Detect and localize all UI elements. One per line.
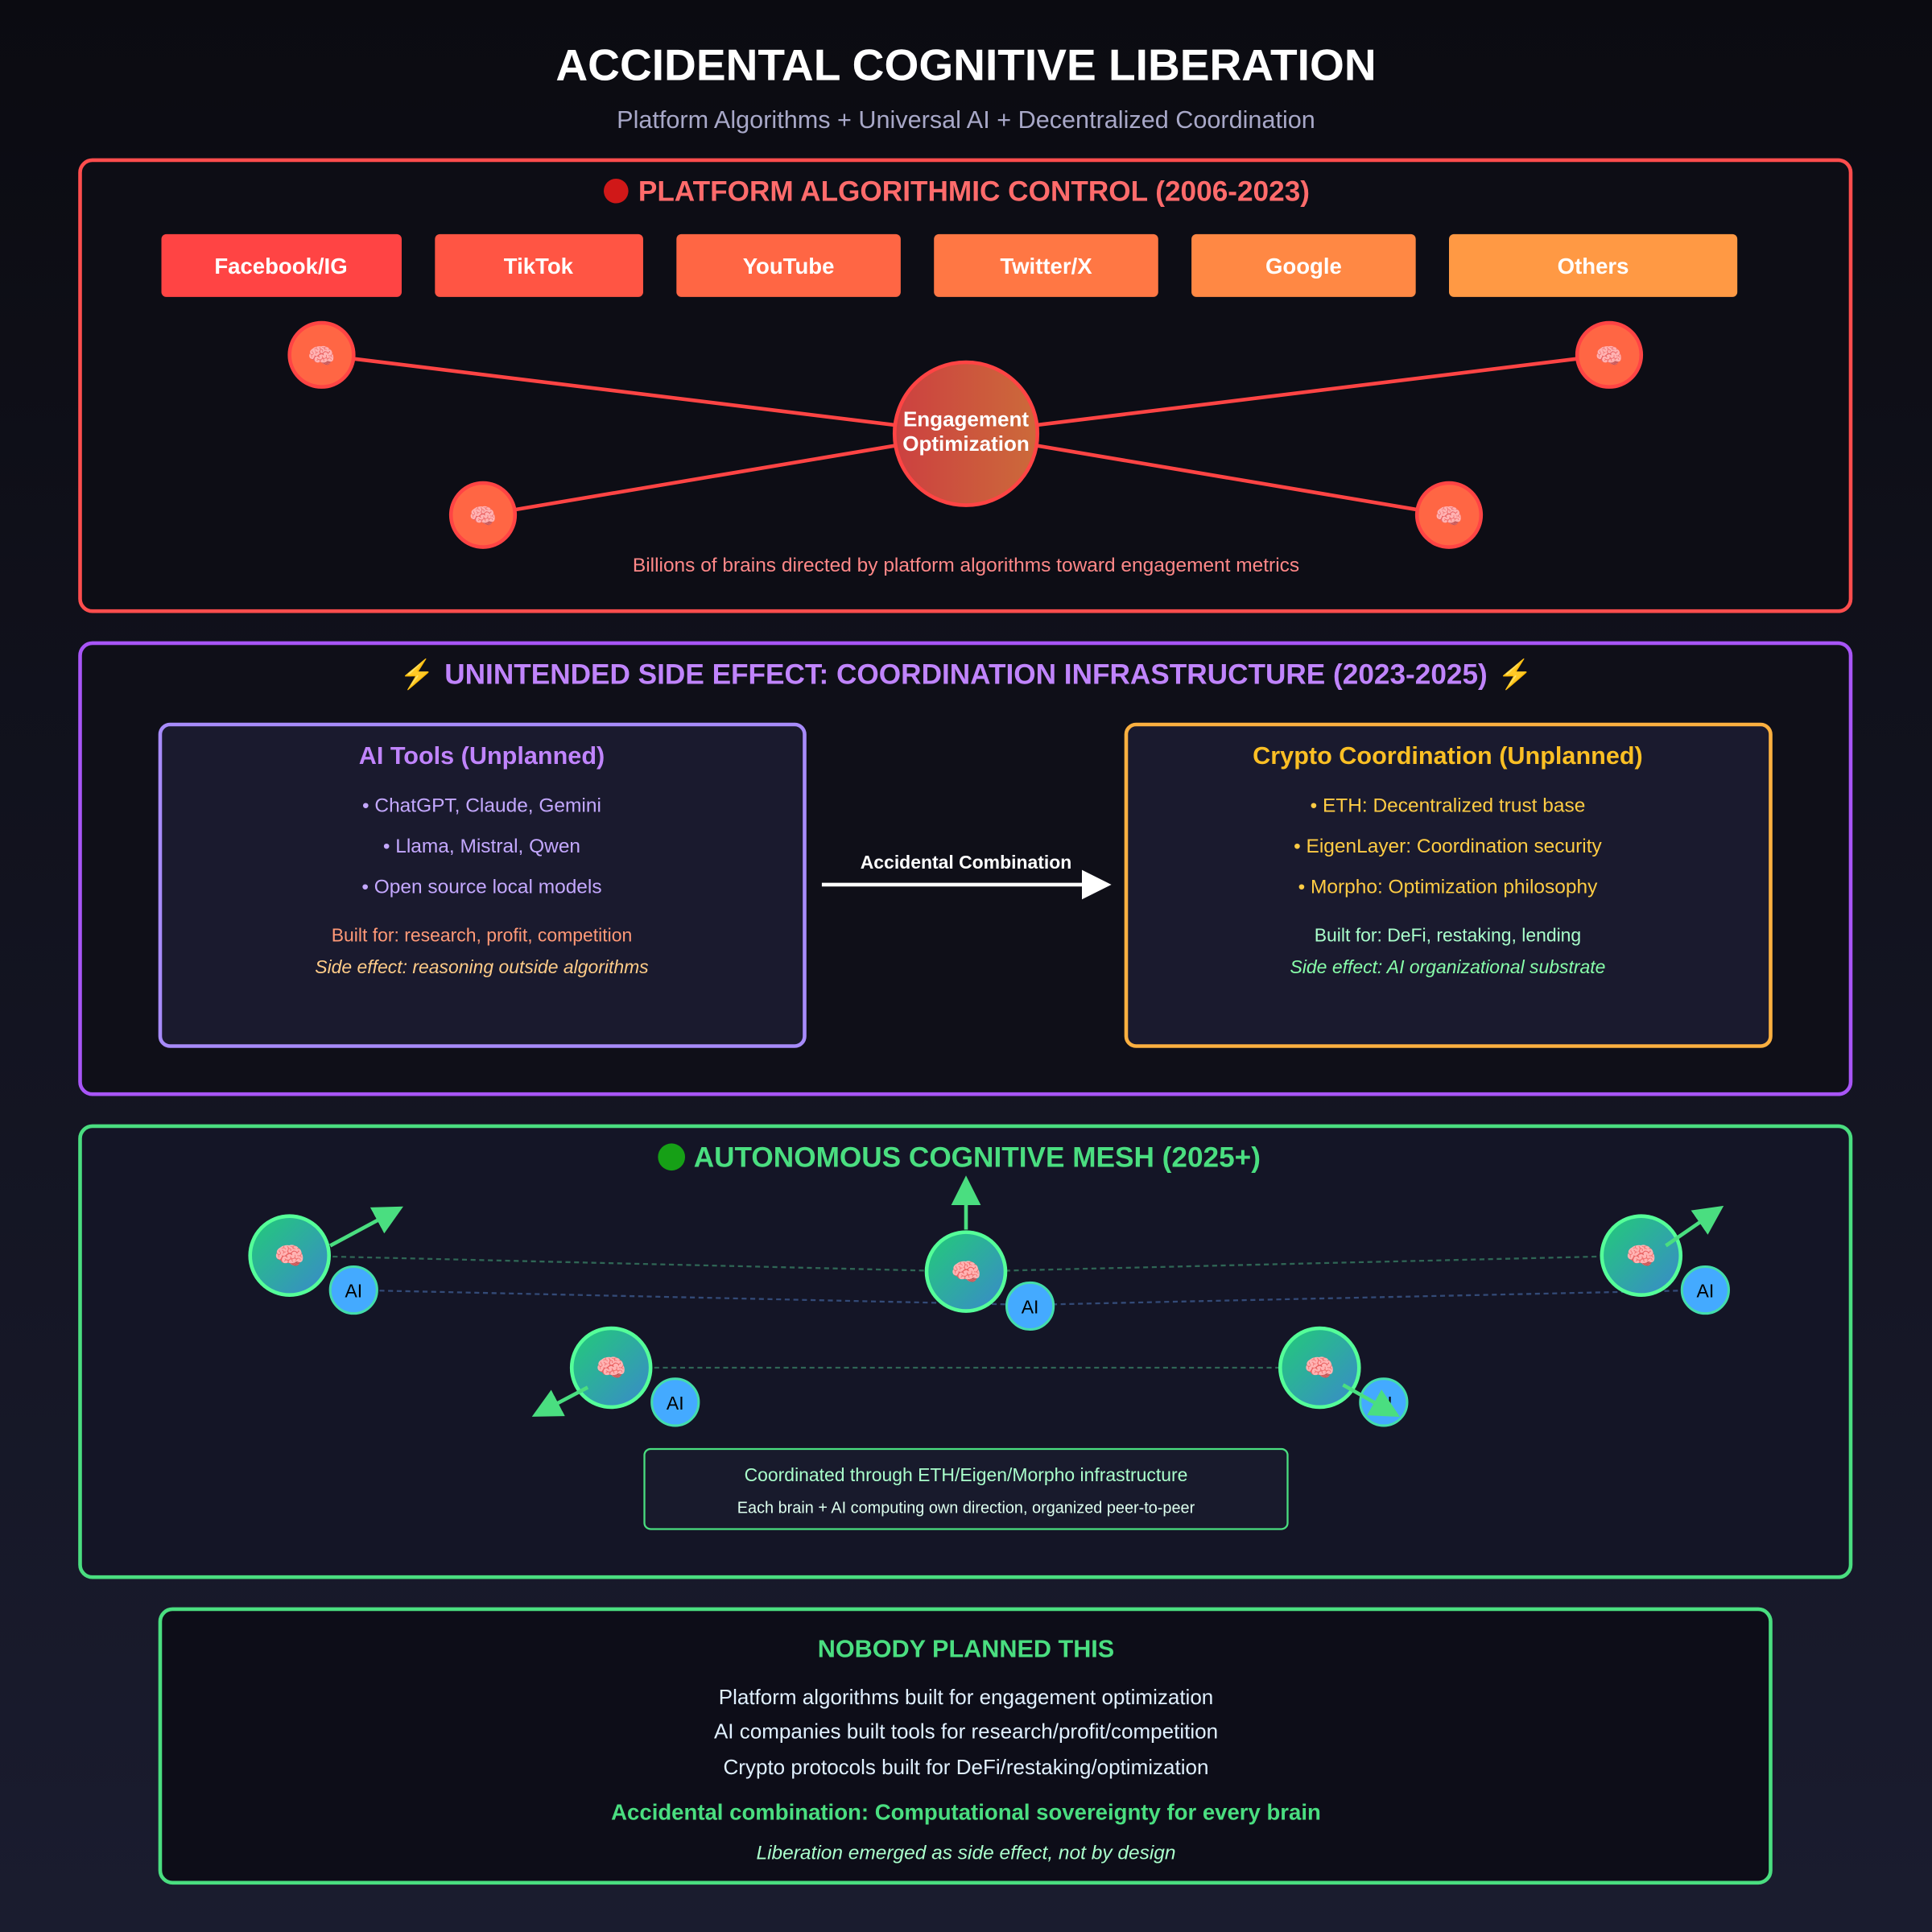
platform-tiktok[interactable]: TikTok (435, 233, 643, 297)
ai-label: AI (345, 1281, 362, 1302)
brain-icon: 🧠 (275, 1242, 305, 1269)
lightning-icon: ⚡ (399, 658, 435, 691)
section-header: PLATFORM ALGORITHMIC CONTROL (2006-2023) (638, 175, 1310, 207)
section-header: ⚡UNINTENDED SIDE EFFECT: COORDINATION IN… (399, 658, 1533, 691)
ai-label: AI (667, 1393, 684, 1414)
direction-arrows (329, 1175, 1724, 1418)
card-item: • EigenLayer: Coordination security (1294, 836, 1602, 857)
platform-others[interactable]: Others (1449, 233, 1738, 297)
info-line: Each brain + AI computing own direction,… (737, 1500, 1195, 1517)
ai-badge (1005, 1281, 1055, 1331)
ai-tools-card: AI Tools (Unplanned) • ChatGPT, Claude, … (158, 722, 807, 1048)
platform-label: TikTok (504, 254, 574, 279)
mesh-node: 🧠 AI (924, 1230, 1055, 1331)
card-title: Crypto Coordination (Unplanned) (1253, 742, 1643, 770)
mesh-node: 🧠 AI (248, 1214, 378, 1315)
brain-icon: 🧠 (308, 344, 335, 369)
arrow-icon (531, 1385, 589, 1417)
section-header: AUTONOMOUS COGNITIVE MESH (2025+) (694, 1141, 1261, 1173)
ai-label: AI (1697, 1281, 1715, 1302)
info-line: Coordinated through ETH/Eigen/Morpho inf… (745, 1464, 1188, 1485)
card-side-effect: Side effect: AI organizational substrate (1290, 956, 1606, 977)
controlled-brain: 🧠 (1414, 481, 1484, 549)
platform-label: Others (1558, 254, 1629, 279)
card-item: • Open source local models (361, 877, 601, 898)
summary-line: Platform algorithms built for engagement… (719, 1685, 1214, 1709)
summary-line: AI companies built tools for research/pr… (714, 1719, 1218, 1744)
control-caption: Billions of brains directed by platform … (633, 555, 1299, 576)
platform-label: Facebook/IG (214, 254, 347, 279)
mesh-section: AUTONOMOUS COGNITIVE MESH (2025+) 🧠 AI 🧠… (78, 1124, 1853, 1579)
ai-badge (650, 1377, 700, 1427)
green-circle-icon (658, 1143, 686, 1171)
card-built-for: Built for: research, profit, competition (332, 924, 633, 945)
mesh-node: 🧠 AI (569, 1326, 700, 1427)
arrow-icon (1342, 1383, 1401, 1418)
platform-label: Twitter/X (1000, 254, 1092, 279)
platform-label: Google (1265, 254, 1342, 279)
card-side-effect: Side effect: reasoning outside algorithm… (315, 956, 648, 977)
lightning-icon: ⚡ (1497, 658, 1533, 691)
page-subtitle: Platform Algorithms + Universal AI + Dec… (617, 106, 1315, 134)
summary-section: NOBODY PLANNED THIS Platform algorithms … (158, 1607, 1773, 1885)
brain-icon: 🧠 (1596, 344, 1623, 369)
platform-google[interactable]: Google (1191, 233, 1416, 297)
summary-conclusion: Accidental combination: Computational so… (611, 1800, 1321, 1825)
summary-title: NOBODY PLANNED THIS (818, 1636, 1114, 1663)
brain-icon: 🧠 (469, 504, 497, 529)
summary-line: Crypto protocols built for DeFi/restakin… (724, 1755, 1209, 1779)
arrow-icon (1665, 1205, 1724, 1248)
ai-label: AI (1022, 1297, 1039, 1318)
card-title: AI Tools (Unplanned) (359, 742, 605, 770)
red-circle-icon (604, 178, 629, 204)
platform-youtube[interactable]: YouTube (676, 233, 901, 297)
controlled-brain: 🧠 (448, 481, 518, 549)
card-item: • ChatGPT, Claude, Gemini (362, 795, 601, 817)
platform-twitter[interactable]: Twitter/X (934, 233, 1158, 297)
page-title: ACCIDENTAL COGNITIVE LIBERATION (555, 39, 1376, 89)
controlled-brain: 🧠 (1575, 320, 1644, 389)
engagement-hub: Engagement Optimization (892, 360, 1040, 507)
card-item: • Morpho: Optimization philosophy (1298, 877, 1598, 898)
ai-badge (328, 1265, 378, 1315)
brain-icon: 🧠 (951, 1258, 981, 1286)
brain-icon: 🧠 (596, 1355, 626, 1382)
arrow-label: Accidental Combination (861, 852, 1072, 873)
mesh-info-box: Coordinated through ETH/Eigen/Morpho inf… (643, 1447, 1289, 1530)
platform-control-section: PLATFORM ALGORITHMIC CONTROL (2006-2023)… (78, 158, 1853, 613)
ai-badge (1680, 1265, 1730, 1315)
mesh-node: 🧠 AI (1600, 1214, 1730, 1315)
platform-label: YouTube (743, 254, 835, 279)
crypto-card: Crypto Coordination (Unplanned) • ETH: D… (1124, 722, 1773, 1048)
arrow-icon (329, 1206, 403, 1248)
brain-icon: 🧠 (1435, 504, 1463, 529)
hub-label: Engagement (903, 407, 1029, 431)
card-item: • Llama, Mistral, Qwen (383, 836, 580, 857)
brain-icon: 🧠 (1626, 1242, 1657, 1269)
hub-label: Optimization (902, 431, 1030, 456)
side-effect-section: ⚡UNINTENDED SIDE EFFECT: COORDINATION IN… (78, 641, 1853, 1096)
summary-footer: Liberation emerged as side effect, not b… (757, 1843, 1176, 1864)
controlled-brain: 🧠 (287, 320, 356, 389)
control-links (321, 353, 1610, 518)
combination-arrow: Accidental Combination (821, 852, 1112, 900)
platform-facebook[interactable]: Facebook/IG (161, 233, 402, 297)
brain-icon: 🧠 (1304, 1355, 1335, 1382)
card-item: • ETH: Decentralized trust base (1311, 795, 1586, 817)
card-built-for: Built for: DeFi, restaking, lending (1315, 924, 1581, 945)
